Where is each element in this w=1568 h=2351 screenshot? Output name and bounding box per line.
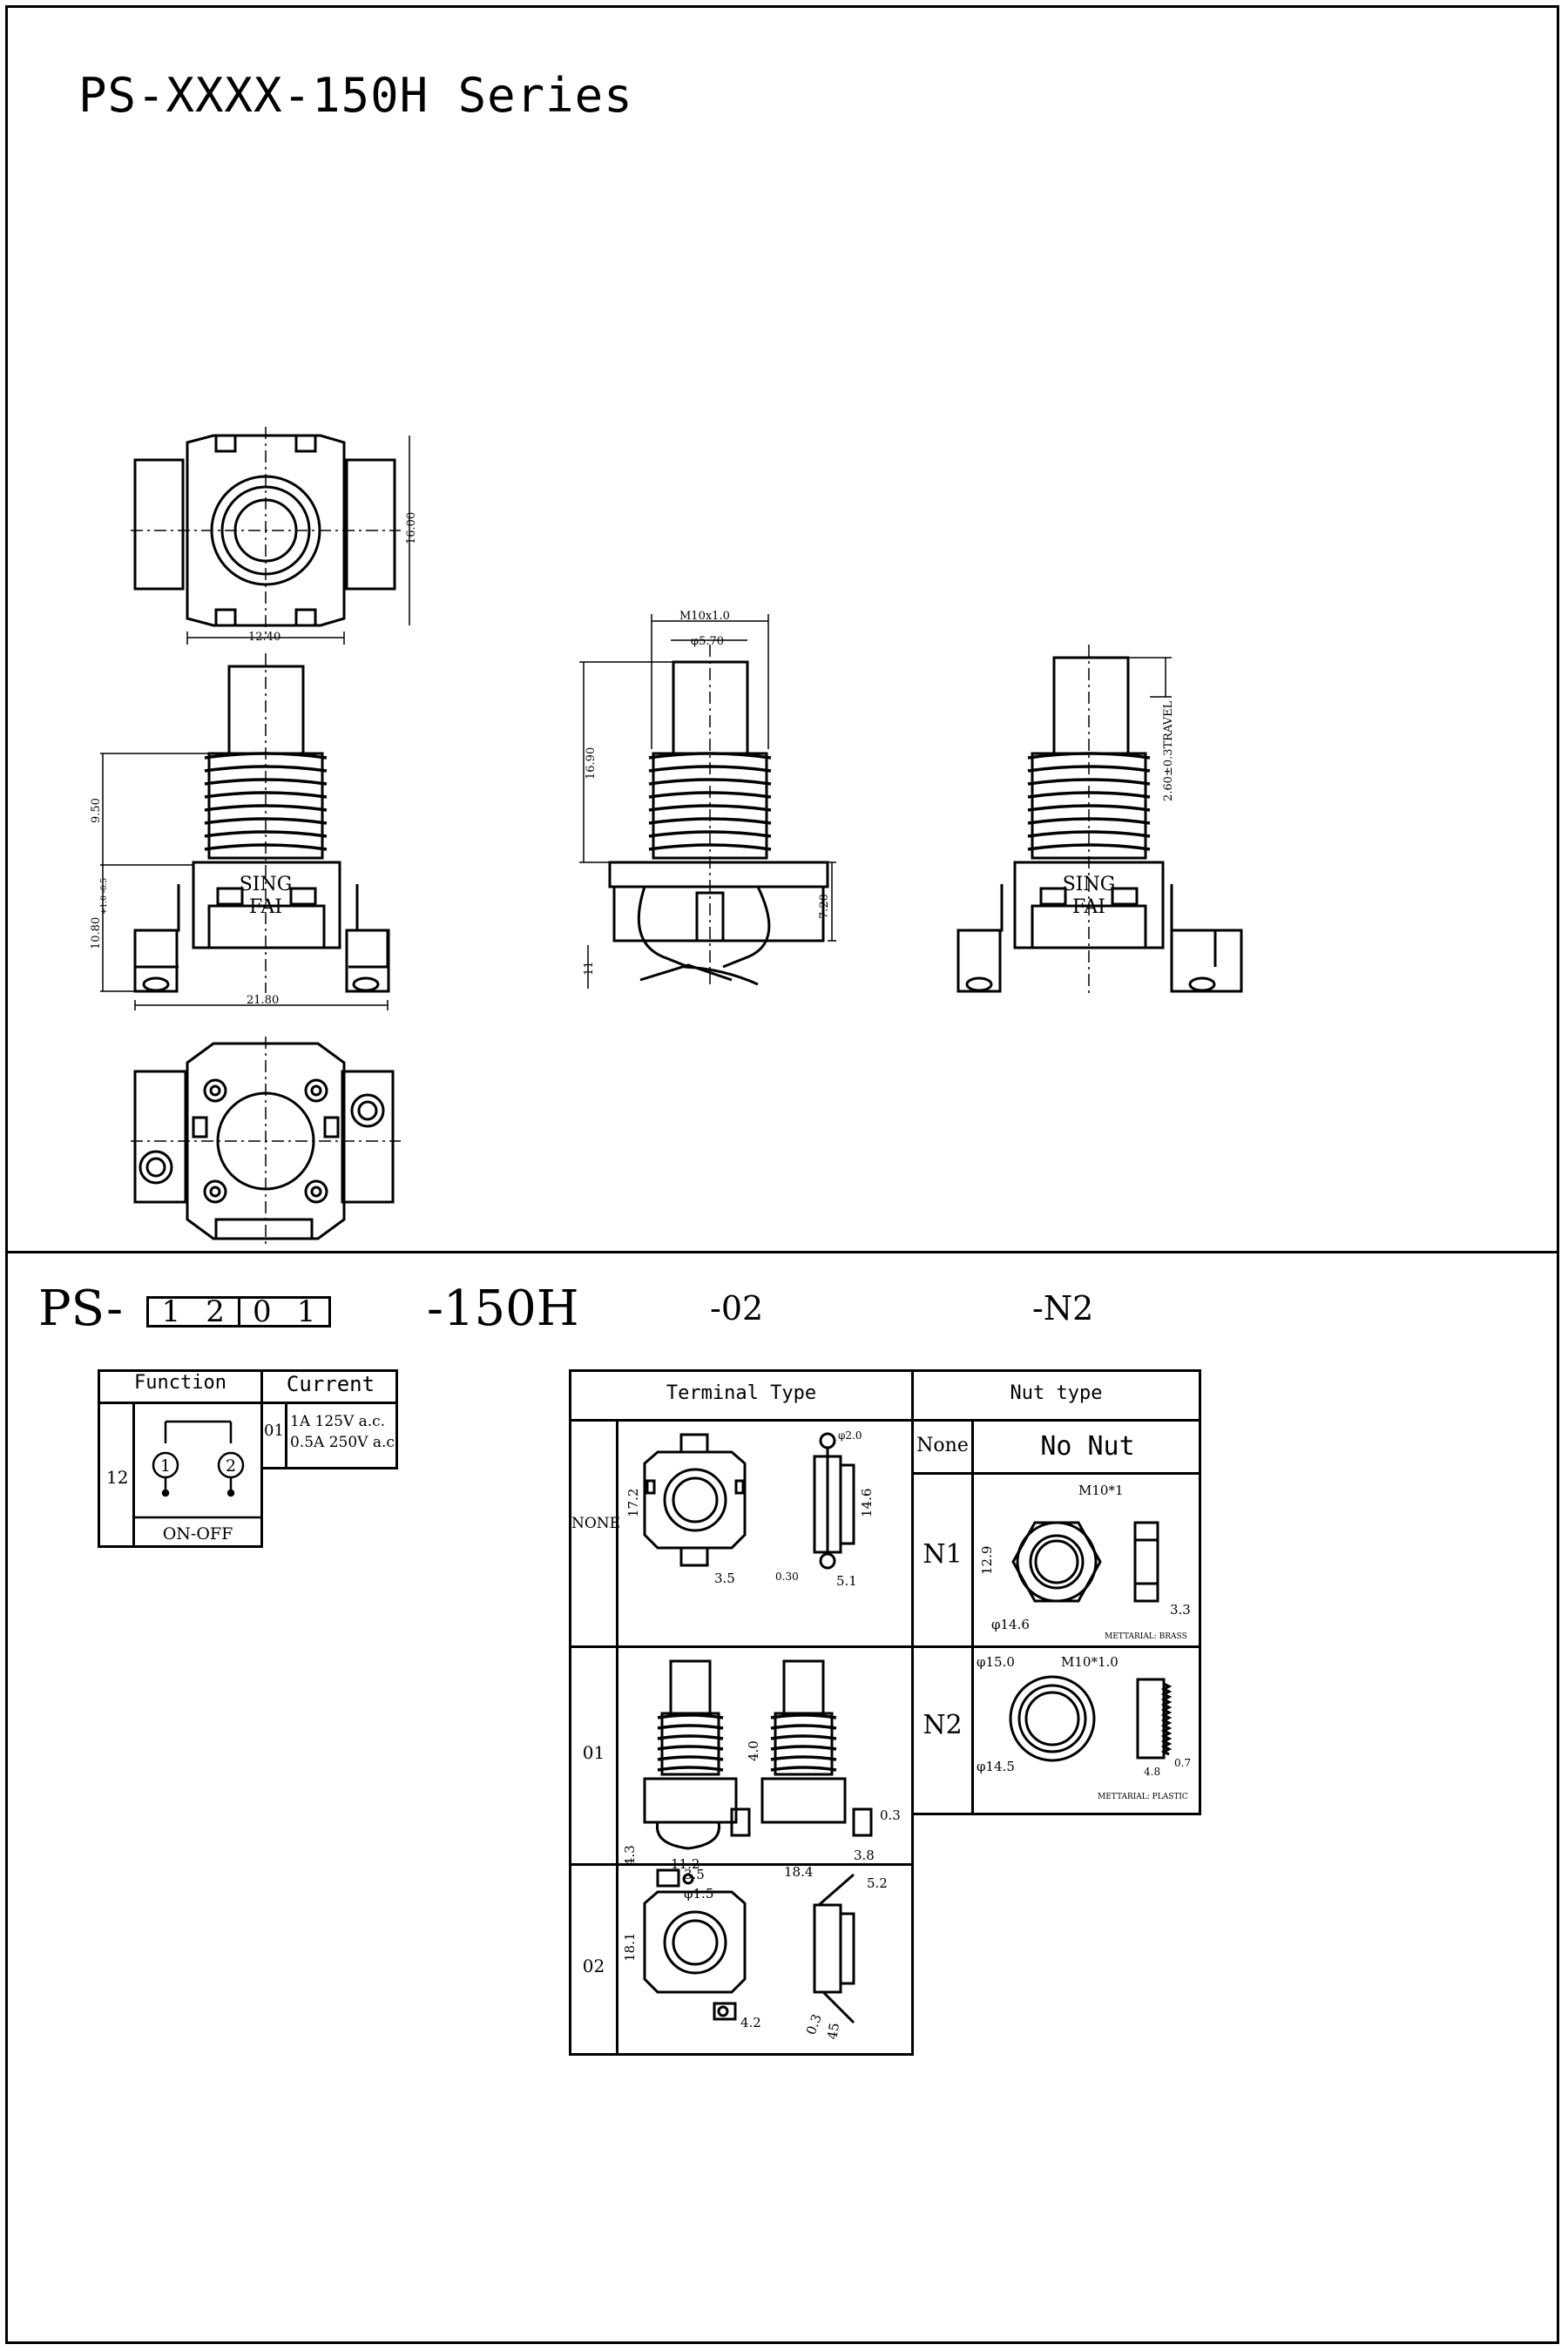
current-header: Current <box>286 1372 375 1396</box>
t-02-d1b: 3.5 <box>684 1867 705 1882</box>
brand-right-2: FAI <box>1072 896 1105 918</box>
nut-header: Nut type <box>1010 1382 1103 1404</box>
dim-body: 7.20 <box>818 894 831 919</box>
dim-travel: 2.60±0.3TRAVEL <box>1162 700 1175 801</box>
nut-desc-none: No Nut <box>1040 1431 1135 1462</box>
pn-prefix: PS- <box>38 1280 124 1337</box>
dim-top-height: 16.00 <box>405 512 418 544</box>
dim-total-width: 21.80 <box>247 994 279 1007</box>
terminal-code-01: 01 <box>582 1742 605 1763</box>
dim-shaft: φ5.70 <box>691 635 724 648</box>
t-none-d4: φ2.0 <box>838 1429 862 1442</box>
function-current-table: Function Current 12 1 2 ON-OFF 01 1A 125… <box>98 1369 400 1548</box>
brand-front-1: SING <box>240 874 293 895</box>
terminal-code-02: 02 <box>582 1956 605 1976</box>
switch-schematic: 1 2 ON-OFF <box>135 1420 260 1544</box>
function-code: 12 <box>106 1467 129 1488</box>
dim-pin: 11 <box>583 961 596 976</box>
dim-base-tol: +1.0 -0.5 <box>100 878 109 915</box>
bottom-view <box>131 1037 401 1246</box>
function-header: Function <box>134 1372 226 1394</box>
terminal-code-none: NONE <box>571 1515 621 1532</box>
function-label: ON-OFF <box>163 1524 233 1544</box>
t-none-d6: 5.1 <box>836 1573 857 1589</box>
n2-thread: M10*1.0 <box>1061 1654 1119 1670</box>
section-divider <box>5 1251 1559 1253</box>
t-01-d5: 3.8 <box>854 1848 875 1863</box>
t-02-d2: φ1.5 <box>684 1886 713 1902</box>
contact-2: 2 <box>226 1456 236 1476</box>
t-none-d1: 17.2 <box>625 1489 641 1517</box>
t-02-d3: 18.1 <box>622 1933 638 1962</box>
nut-code-n2: N2 <box>923 1710 963 1740</box>
n2-dia-inner: φ14.5 <box>977 1759 1015 1774</box>
pn-terminal-code: -02 <box>710 1289 764 1328</box>
terminal-drawings: 17.2 3.5 14.6 φ2.0 0.30 5.1 4.0 11.2 4.3… <box>622 1429 901 2041</box>
t-01-d4: 18.4 <box>784 1864 813 1880</box>
t-02-d5: 5.2 <box>867 1875 888 1891</box>
t-01-d1: 4.0 <box>746 1740 761 1761</box>
dim-total: 16.90 <box>585 747 598 780</box>
n1-side: 12.9 <box>979 1546 995 1575</box>
pn-suffix: -150H <box>427 1280 579 1337</box>
dim-thread: M10x1.0 <box>679 610 730 623</box>
dim-thread-len: 9.50 <box>90 798 103 823</box>
n1-thread: M10*1 <box>1078 1483 1124 1498</box>
t-02-d7: 45 <box>824 2022 842 2041</box>
brand-front-2: FAI <box>249 896 282 918</box>
right-view <box>956 645 1243 993</box>
brand-right-1: SING <box>1063 874 1116 895</box>
nut-code-none: None <box>916 1435 969 1456</box>
n1-thick: 3.3 <box>1170 1602 1191 1618</box>
n2-edge: 0.7 <box>1174 1757 1191 1769</box>
current-values: 1A 125V a.c. 0.5A 250V a.c. <box>290 1413 400 1451</box>
n2-material: METTARIAL: PLASTIC <box>1098 1793 1188 1801</box>
n1-dia: φ14.6 <box>991 1617 1030 1632</box>
drawing-frame <box>5 5 1559 2344</box>
side-view <box>579 614 836 989</box>
n1-material: METTARIAL: BRASS <box>1105 1632 1187 1641</box>
nut-type-table: Nut type None No Nut N1 N2 M10*1 φ14.6 1… <box>911 1369 1201 1815</box>
nut-code-n1: N1 <box>923 1539 963 1570</box>
n2-thick: 4.8 <box>1144 1766 1160 1778</box>
t-none-d5: 0.30 <box>775 1571 799 1583</box>
terminal-header: Terminal Type <box>666 1382 817 1404</box>
current-code: 01 <box>264 1422 284 1440</box>
front-view <box>100 653 390 1010</box>
pn-nut-code: -N2 <box>1032 1289 1094 1328</box>
t-02-d4: 4.2 <box>740 2015 761 2030</box>
top-view <box>131 427 410 645</box>
t-none-d3: 14.6 <box>859 1489 875 1517</box>
n2-dia-outer: φ15.0 <box>977 1654 1015 1670</box>
t-01-d6: 0.3 <box>880 1807 901 1823</box>
terminal-type-table: Terminal Type NONE 01 02 <box>569 1369 914 2056</box>
contact-1: 1 <box>160 1456 171 1476</box>
t-02-d6: 0.3 <box>803 2012 825 2037</box>
nut-drawings: M10*1 φ14.6 12.9 3.3 METTARIAL: BRASS M1… <box>977 1483 1191 1801</box>
t-01-d2: 11.2 <box>671 1856 700 1872</box>
technical-drawings: 12.40 16.00 9.50 10.80 +1.0 -0.5 21.80 M… <box>90 427 1243 1246</box>
t-01-d3: 4.3 <box>622 1845 638 1866</box>
page-title: PS-XXXX-150H Series <box>78 68 633 123</box>
dim-base-height: 10.80 <box>90 917 103 949</box>
dim-top-width: 12.40 <box>248 631 280 644</box>
t-none-d2: 3.5 <box>714 1571 735 1586</box>
